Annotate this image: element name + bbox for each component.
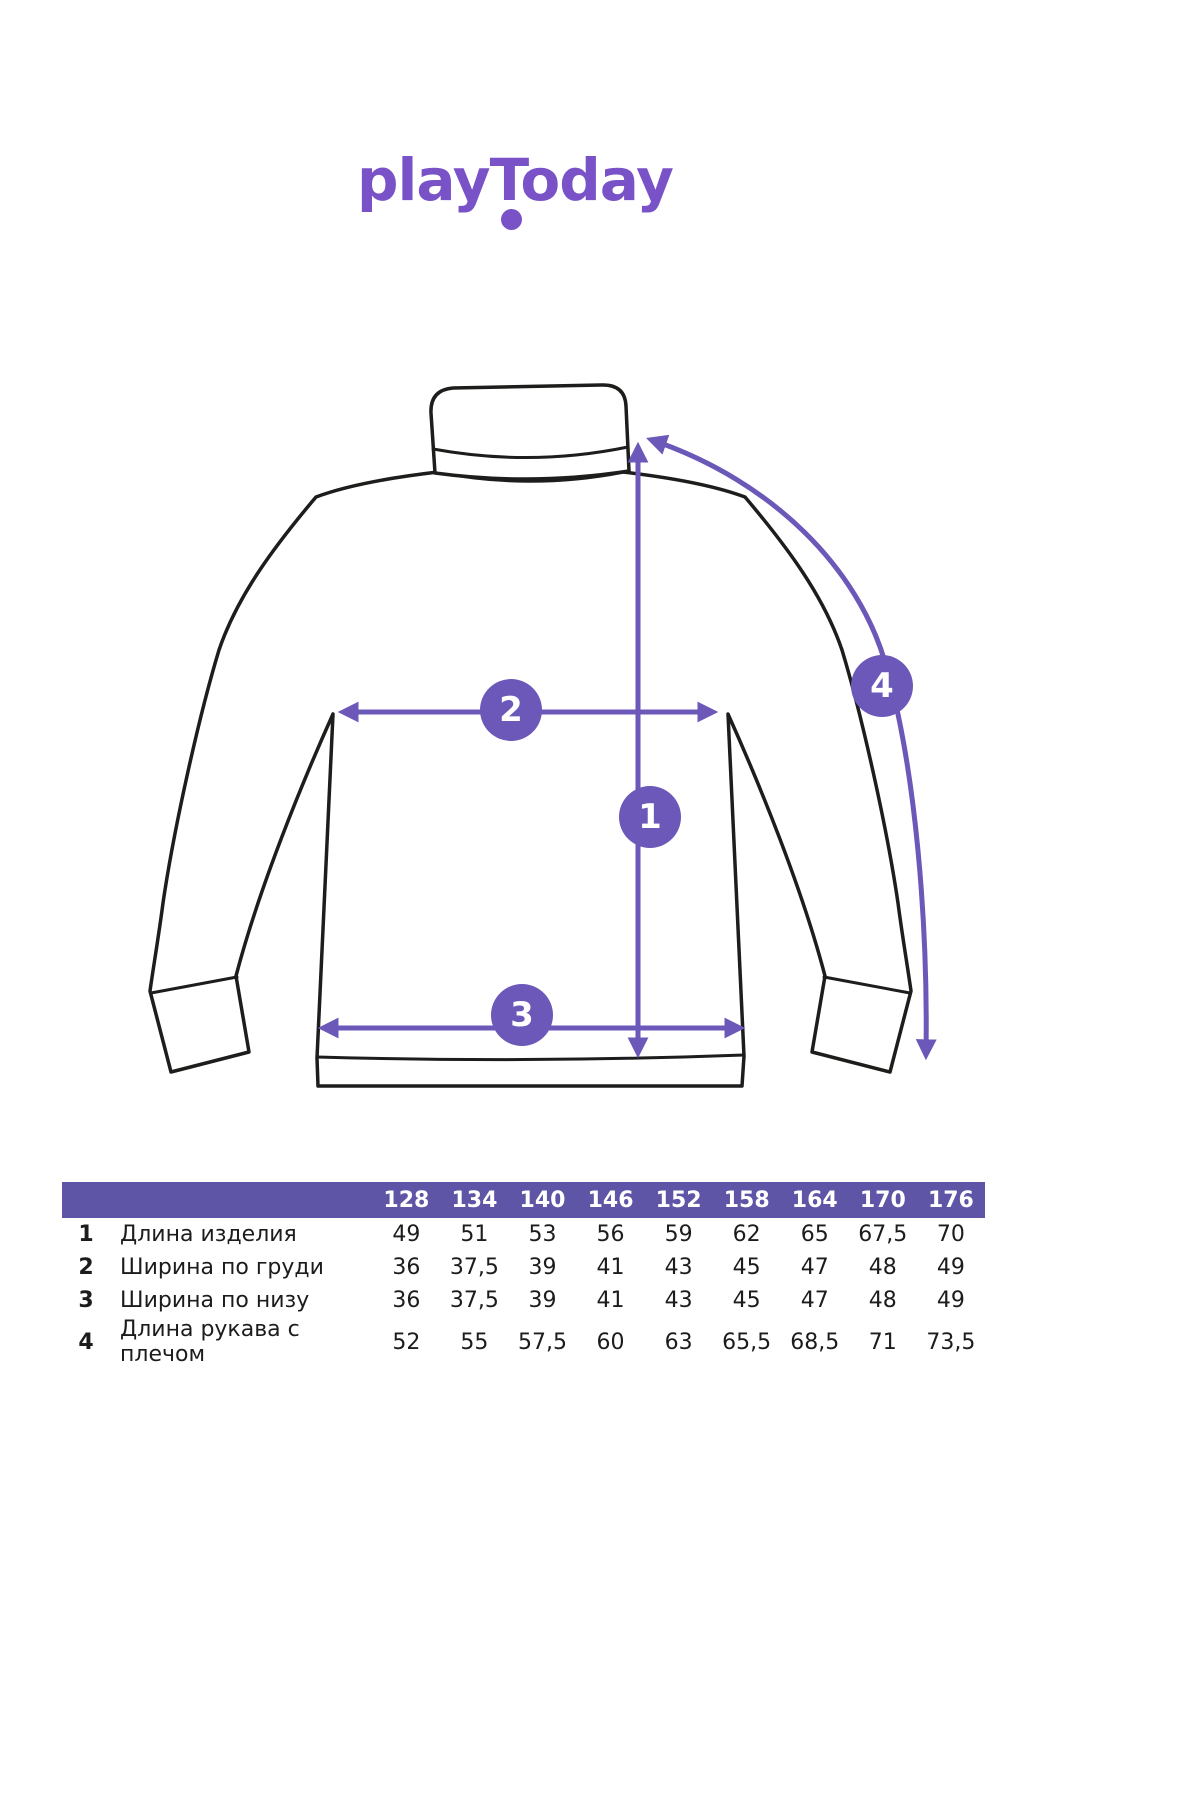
marker-circle-1 xyxy=(619,786,681,848)
collar xyxy=(429,383,631,481)
measure-value: 43 xyxy=(644,1284,713,1317)
measure-value: 47 xyxy=(780,1284,849,1317)
measure-value: 59 xyxy=(644,1218,713,1251)
measure-value: 62 xyxy=(712,1218,781,1251)
row-number: 4 xyxy=(62,1317,111,1367)
measure-value: 67,5 xyxy=(848,1218,917,1251)
measure-value: 49 xyxy=(916,1251,985,1284)
measurement-markers: 1 2 3 4 xyxy=(480,655,913,1046)
size-column-header: 134 xyxy=(440,1182,509,1218)
size-table: 128 134 140 146 152 158 164 170 176 1 Дл… xyxy=(62,1182,985,1367)
size-column-header: 170 xyxy=(848,1182,917,1218)
measure-value: 49 xyxy=(372,1218,441,1251)
size-header-corner xyxy=(62,1182,373,1218)
size-column-header: 176 xyxy=(916,1182,985,1218)
measure-value: 36 xyxy=(372,1251,441,1284)
row-number: 1 xyxy=(62,1218,111,1251)
marker-label-3: 3 xyxy=(510,995,534,1035)
measure-value: 56 xyxy=(576,1218,645,1251)
measure-value: 51 xyxy=(440,1218,509,1251)
size-header-row: 128 134 140 146 152 158 164 170 176 xyxy=(62,1182,985,1218)
measure-value: 37,5 xyxy=(440,1284,509,1317)
brand-logo-text: playToday xyxy=(357,146,674,214)
marker-circle-4 xyxy=(851,655,913,717)
measure-value: 47 xyxy=(780,1251,849,1284)
measure-value: 73,5 xyxy=(916,1317,985,1367)
size-column-header: 146 xyxy=(576,1182,645,1218)
measure-value: 68,5 xyxy=(780,1317,849,1367)
measure-value: 41 xyxy=(576,1284,645,1317)
measure-value: 57,5 xyxy=(508,1317,577,1367)
size-column-header: 140 xyxy=(508,1182,577,1218)
row-label: Длина рукава с плечом xyxy=(110,1317,373,1367)
row-label: Длина изделия xyxy=(110,1218,373,1251)
measure-value: 65 xyxy=(780,1218,849,1251)
measure-value: 70 xyxy=(916,1218,985,1251)
measure-value: 65,5 xyxy=(712,1317,781,1367)
marker-label-2: 2 xyxy=(499,690,523,730)
marker-label-4: 4 xyxy=(870,666,894,706)
measure-value: 45 xyxy=(712,1284,781,1317)
marker-label-1: 1 xyxy=(638,797,662,837)
brand-logo: playToday xyxy=(0,146,1030,214)
measure-value: 53 xyxy=(508,1218,577,1251)
measure-value: 36 xyxy=(372,1284,441,1317)
table-row-sleeve-length: 4 Длина рукава с плечом 52 55 57,5 60 63… xyxy=(62,1317,985,1367)
table-row-chest-width: 2 Ширина по груди 36 37,5 39 41 43 45 47… xyxy=(62,1251,985,1284)
size-column-header: 128 xyxy=(372,1182,441,1218)
measure-value: 71 xyxy=(848,1317,917,1367)
row-label: Ширина по низу xyxy=(110,1284,373,1317)
row-number: 2 xyxy=(62,1251,111,1284)
size-column-header: 164 xyxy=(780,1182,849,1218)
measure-value: 39 xyxy=(508,1284,577,1317)
measure-value: 48 xyxy=(848,1251,917,1284)
garment-outline xyxy=(148,383,913,1088)
row-label: Ширина по груди xyxy=(110,1251,373,1284)
measure-value: 41 xyxy=(576,1251,645,1284)
measure-value: 45 xyxy=(712,1251,781,1284)
size-column-header: 158 xyxy=(712,1182,781,1218)
measure-value: 55 xyxy=(440,1317,509,1367)
marker-circle-3 xyxy=(491,984,553,1046)
measure-value: 63 xyxy=(644,1317,713,1367)
measure-value: 60 xyxy=(576,1317,645,1367)
measure-value: 49 xyxy=(916,1284,985,1317)
size-column-header: 152 xyxy=(644,1182,713,1218)
measure-value: 39 xyxy=(508,1251,577,1284)
table-row-length: 1 Длина изделия 49 51 53 56 59 62 65 67,… xyxy=(62,1218,985,1251)
logo-dot-icon xyxy=(501,209,522,230)
measure-value: 43 xyxy=(644,1251,713,1284)
collar-fold-line xyxy=(431,445,630,460)
measure-value: 52 xyxy=(372,1317,441,1367)
table-row-bottom-width: 3 Ширина по низу 36 37,5 39 41 43 45 47 … xyxy=(62,1284,985,1317)
measure-value: 37,5 xyxy=(440,1251,509,1284)
measure-value: 48 xyxy=(848,1284,917,1317)
row-number: 3 xyxy=(62,1284,111,1317)
marker-circle-2 xyxy=(480,679,542,741)
left-cuff-line xyxy=(149,975,239,995)
